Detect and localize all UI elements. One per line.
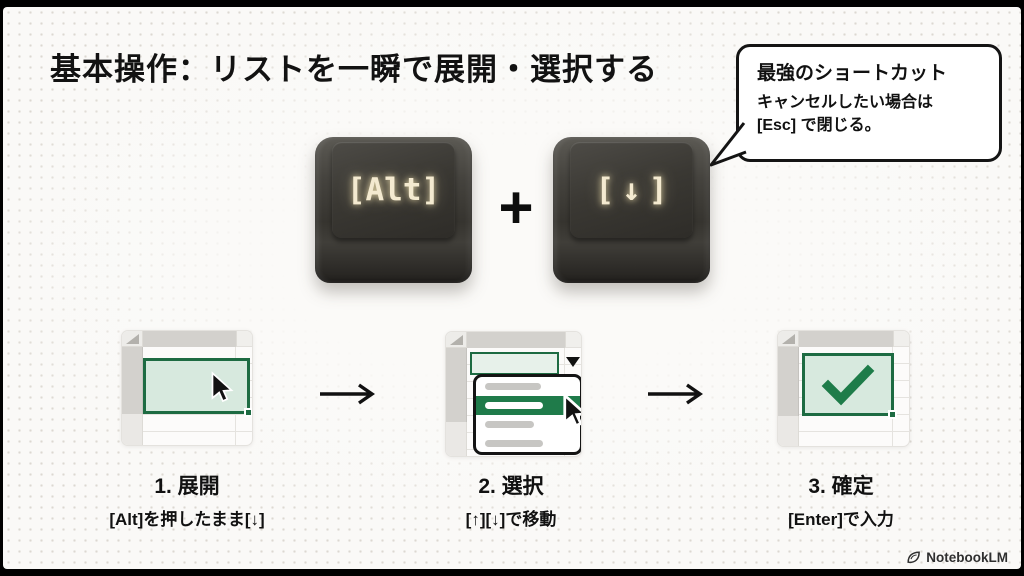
brand-watermark: NotebookLM (906, 550, 1008, 565)
select-all-triangle-icon (450, 335, 463, 345)
spreadsheet-step2 (445, 331, 582, 457)
page-title: 基本操作：リストを一瞬で展開・選択する (50, 52, 658, 87)
keycap-alt-top: [Alt] (332, 142, 455, 238)
step3-label: 3. 確定 [Enter]で入力 (731, 470, 951, 530)
step2-desc: [↑][↓]で移動 (465, 510, 557, 529)
sheet-column-header (799, 331, 900, 347)
step3-desc: [Enter]で入力 (788, 510, 894, 529)
select-all-triangle-icon (782, 334, 795, 344)
arrow-right-icon (648, 383, 703, 405)
dropdown-item-text-placeholder (485, 402, 543, 409)
active-list-cell (470, 352, 559, 375)
sheet-corner-cell (446, 332, 467, 348)
step2-label: 2. 選択 [↑][↓]で移動 (401, 470, 621, 530)
keycap-arrow-down-legend: [↓] (595, 172, 676, 208)
keycap-alt-legend: [Alt] (346, 172, 441, 208)
fill-handle (888, 410, 897, 419)
spreadsheet-step1 (121, 330, 253, 446)
spreadsheet-step3 (777, 330, 910, 447)
sheet-last-column-header (236, 331, 252, 347)
keycap-alt: [Alt] (315, 137, 472, 283)
callout-line-1: キャンセルしたい場合は (757, 94, 934, 111)
dropdown-item-text-placeholder (485, 440, 543, 447)
dropdown-item-text-placeholder (485, 421, 534, 428)
dropdown-item (476, 377, 580, 396)
dropdown-item-text-placeholder (485, 383, 541, 390)
dropdown-item (476, 434, 580, 452)
checkmark-icon (821, 364, 875, 405)
callout-line-2: [Esc] で閉じる。 (757, 117, 881, 135)
dropdown-arrow-icon (566, 357, 580, 367)
dropdown-item (476, 415, 580, 434)
step1-desc: [Alt]を押したまま[↓] (109, 510, 265, 529)
sheet-corner-cell (122, 331, 143, 347)
selected-range (143, 358, 252, 417)
callout-body: キャンセルしたい場合は [Esc] で閉じる。 (757, 91, 983, 137)
keycap-arrow-down-top: [↓] (570, 142, 693, 238)
callout-tail (709, 122, 747, 167)
sheet-row-header-active (122, 347, 143, 414)
sheet-last-column-header (893, 331, 909, 347)
select-all-triangle-icon (126, 334, 139, 344)
cursor-icon (211, 371, 234, 403)
callout-bubble: 最強のショートカット キャンセルしたい場合は [Esc] で閉じる。 (709, 44, 1002, 167)
step3-title: 3. 確定 (808, 475, 874, 498)
sheet-row-header (778, 416, 799, 446)
arrow-right-icon (320, 383, 375, 405)
sheet-row-header-active (778, 347, 799, 416)
step1-title: 1. 展開 (154, 475, 220, 498)
cursor-icon (563, 393, 581, 428)
sheet-column-header (143, 331, 243, 347)
step2-title: 2. 選択 (478, 475, 544, 498)
keycap-arrow-down: [↓] (553, 137, 710, 283)
plus-icon: + (498, 174, 534, 241)
confirmed-cell (802, 353, 897, 419)
dropdown-item-selected (476, 396, 580, 415)
dropdown-list (473, 374, 581, 455)
sheet-last-column-header (565, 332, 581, 348)
sheet-row-header (122, 414, 143, 445)
step1-label: 1. 展開 [Alt]を押したまま[↓] (77, 470, 297, 530)
notebooklm-logo-icon (907, 551, 921, 564)
sheet-column-header (467, 332, 567, 348)
callout-heading: 最強のショートカット (757, 63, 948, 84)
fill-handle (244, 408, 252, 417)
checkmark-wrap (805, 356, 891, 413)
brand-name: NotebookLM (926, 550, 1008, 565)
sheet-corner-cell (778, 331, 799, 347)
sheet-row-header (446, 422, 467, 456)
sheet-row-header-active (446, 348, 467, 422)
